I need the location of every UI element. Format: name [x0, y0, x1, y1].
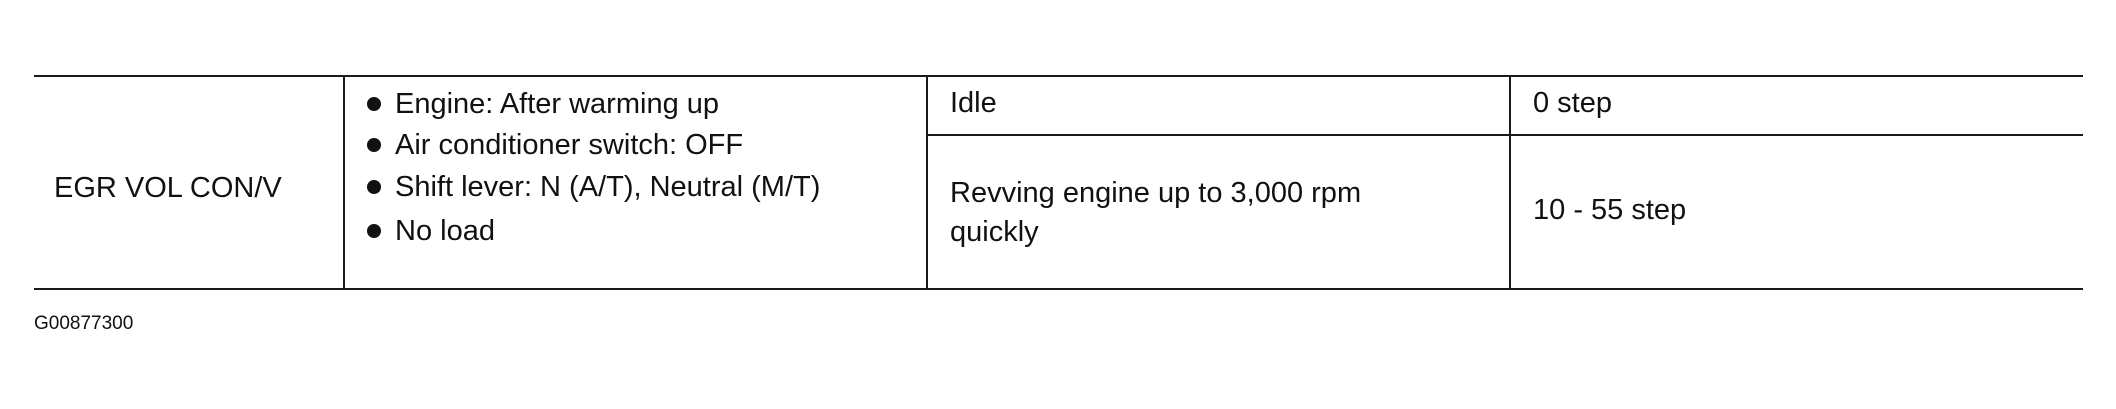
monitor-item-cell: EGR VOL CON/V — [34, 77, 345, 288]
engine-state-revving: Revving engine up to 3,000 rpm — [950, 177, 1362, 209]
specification-table: EGR VOL CON/V Engine: After warming up A… — [34, 75, 2083, 290]
condition-cell: Engine: After warming up Air conditioner… — [343, 77, 928, 288]
engine-state-revving-cont: quickly — [950, 216, 1039, 248]
figure-id: G00877300 — [34, 313, 134, 334]
bullet-icon — [367, 224, 381, 238]
condition-item: Shift lever: N (A/T), Neutral (M/T) — [367, 170, 820, 204]
specification-cell: 0 step 10 - 55 step — [1509, 77, 2083, 288]
engine-state-idle: Idle — [950, 87, 997, 119]
condition-item: Engine: After warming up — [367, 87, 719, 121]
condition-text: Shift lever: N (A/T), Neutral (M/T) — [395, 171, 821, 203]
row-divider — [926, 134, 2083, 136]
condition-text: Engine: After warming up — [395, 88, 720, 120]
bullet-icon — [367, 138, 381, 152]
condition-text: Air conditioner switch: OFF — [395, 129, 744, 161]
specification-value-revving: 10 - 55 step — [1533, 194, 1687, 226]
condition-item: Air conditioner switch: OFF — [367, 128, 743, 162]
monitor-item-name: EGR VOL CON/V — [54, 172, 282, 204]
bullet-icon — [367, 180, 381, 194]
condition-item: No load — [367, 214, 495, 248]
condition-text: No load — [395, 215, 495, 247]
specification-value-idle: 0 step — [1533, 87, 1612, 119]
bullet-icon — [367, 97, 381, 111]
engine-state-cell: Idle Revving engine up to 3,000 rpm quic… — [926, 77, 1511, 288]
